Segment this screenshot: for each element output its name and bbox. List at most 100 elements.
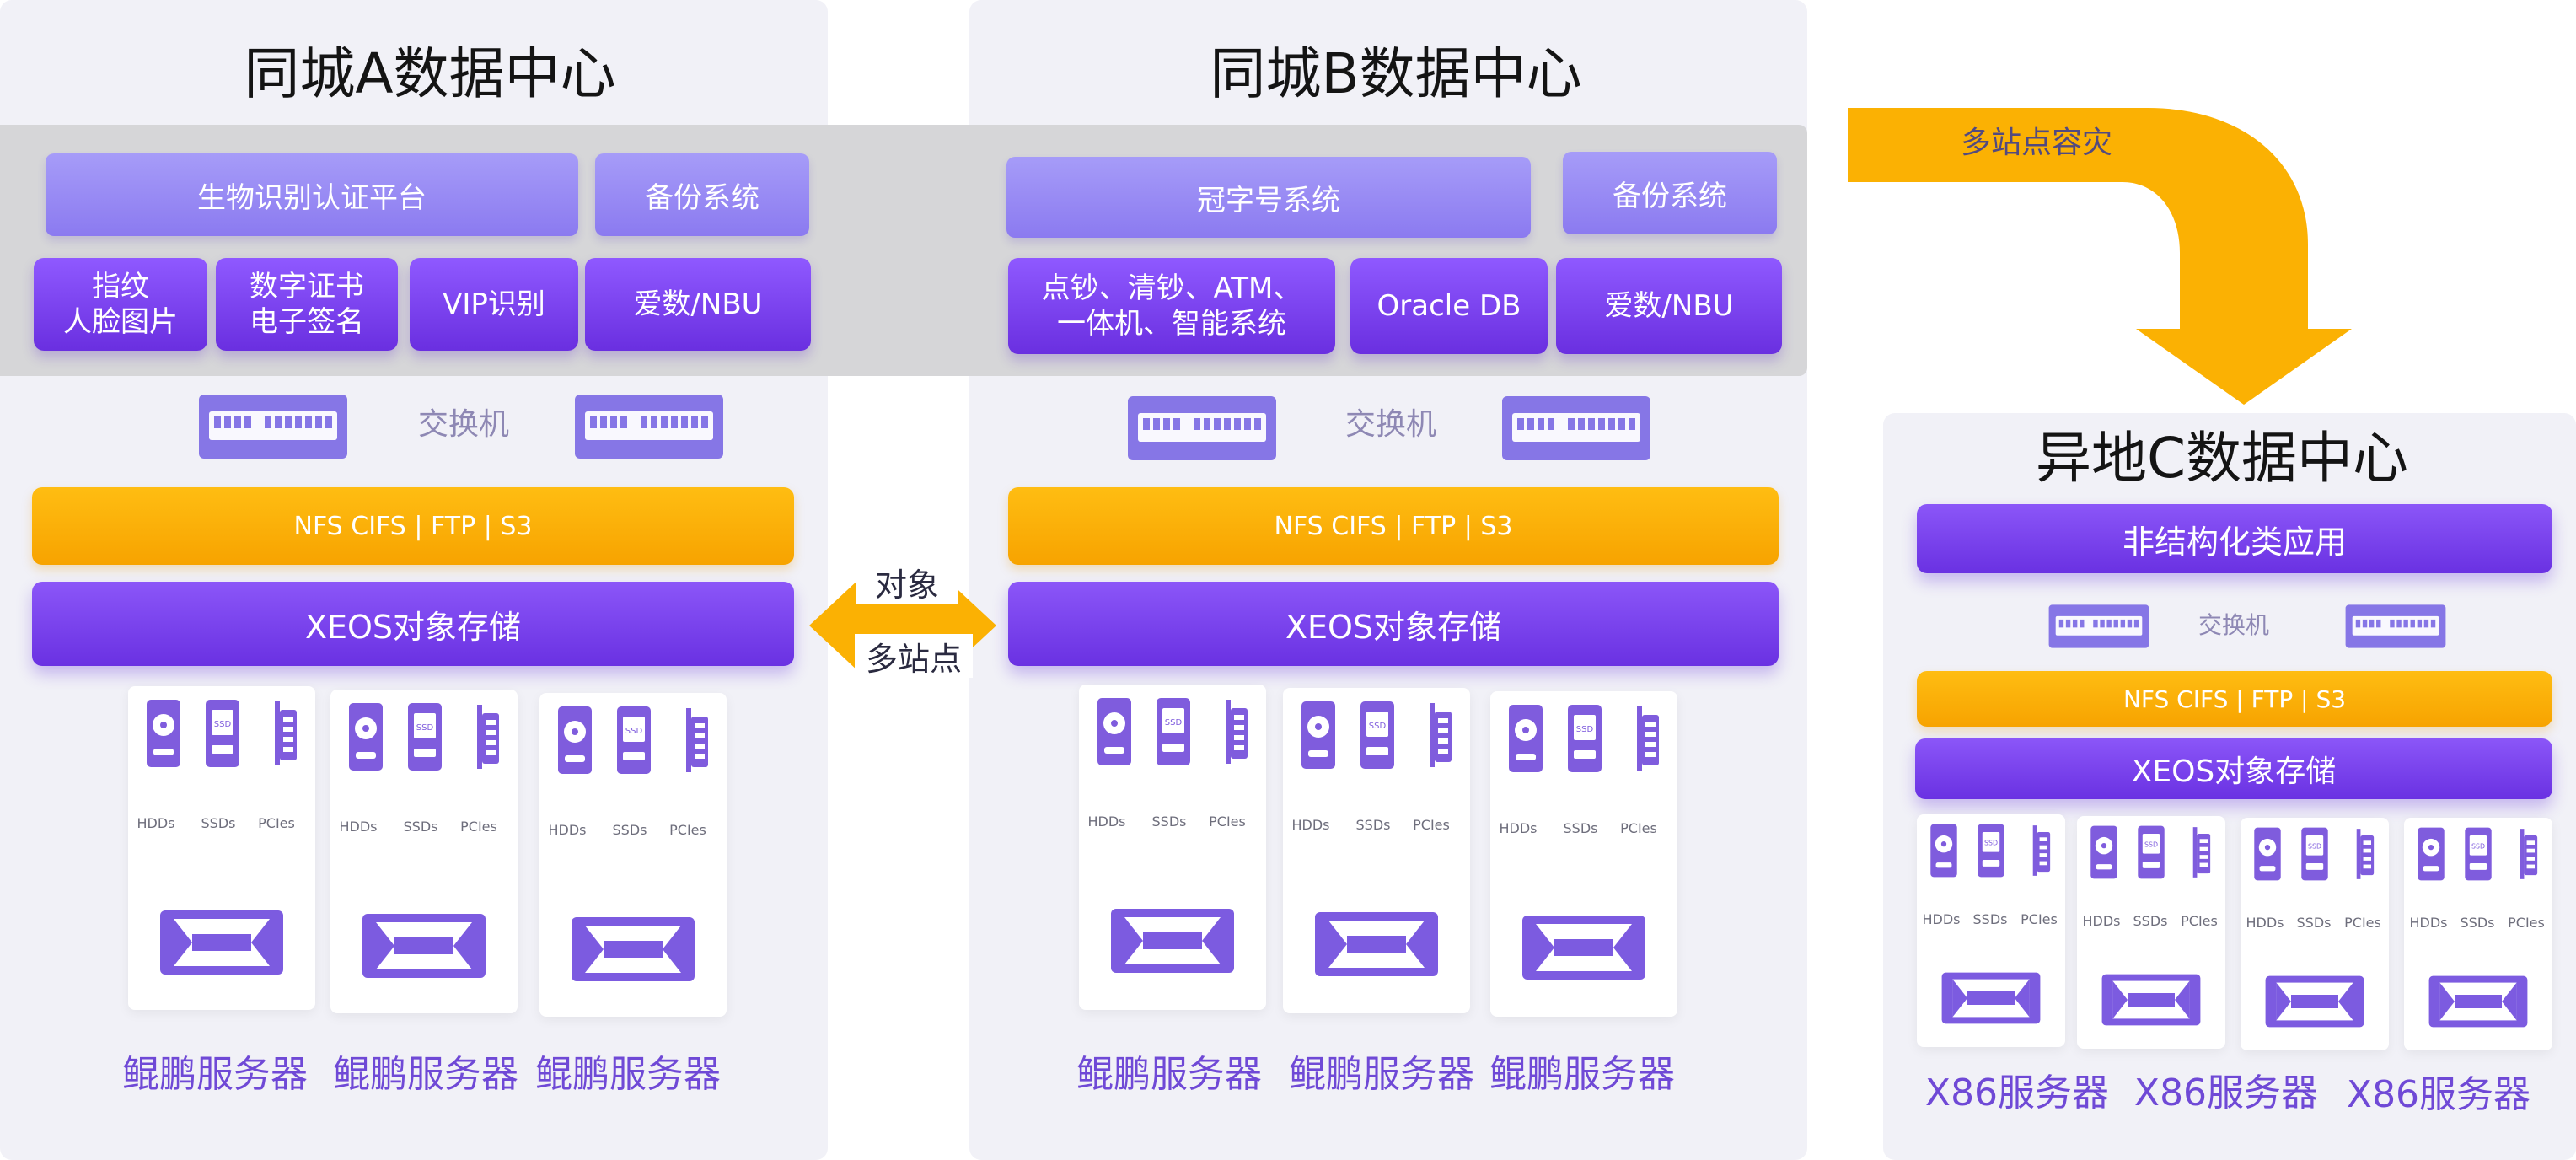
dc-a-switch-label: 交换机 — [417, 407, 509, 442]
dc-a-server-2: HDDs SSDs PCIes — [330, 690, 518, 1013]
dc-c-server-label-2: X86服务器 — [2133, 1071, 2319, 1114]
pcie-icon — [2023, 823, 2053, 878]
hdd-icon — [2089, 824, 2119, 880]
hdd-icon — [1507, 703, 1544, 774]
dc-a-protocols-bar: NFS CIFS | FTP | S3 — [32, 487, 794, 565]
server-rack-icon — [361, 912, 487, 980]
dc-b-backup: 备份系统 — [1563, 152, 1777, 234]
ssd-icon — [1566, 703, 1603, 774]
dc-b-server-1: HDDs SSDs PCIes — [1079, 685, 1266, 1010]
dc-b-storage-bar: XEOS对象存储 — [1008, 582, 1779, 666]
server-rack-icon — [158, 909, 285, 976]
dc-a-app-nbu: 爱数/NBU — [585, 258, 811, 351]
dc-c-title: 异地C数据中心 — [2035, 426, 2409, 491]
dc-b-platform: 冠字号系统 — [1006, 157, 1531, 238]
dc-b-server-label-3: 鲲鹏服务器 — [1489, 1053, 1675, 1096]
hdd-label: HDDs — [137, 814, 175, 831]
pcie-label: PCIes — [460, 818, 497, 835]
ssd-label: SSDs — [2460, 914, 2495, 931]
relay-arrow-icon — [1848, 108, 2352, 405]
pcie-label: PCIes — [669, 821, 706, 838]
dc-c-server-label-3: X86服务器 — [2346, 1073, 2531, 1116]
hdd-icon — [2416, 826, 2446, 882]
ssd-label: SSDs — [1972, 910, 2008, 927]
pcie-icon — [2183, 824, 2214, 880]
pcie-label: PCIes — [2181, 912, 2218, 929]
ssd-label: SSDs — [2133, 912, 2168, 929]
server-rack-icon — [2428, 975, 2529, 1028]
relay-label: 多站点容灾 — [1960, 126, 2112, 160]
pcie-icon — [465, 701, 502, 772]
dc-c-server-2: HDDs SSDs PCIes — [2077, 816, 2225, 1049]
dc-a-server-3: HDDs SSDs PCIes — [539, 693, 727, 1017]
hdd-label: HDDs — [1922, 910, 1961, 927]
dc-a-server-1: HDDs SSDs PCIes — [128, 686, 315, 1010]
pcie-label: PCIes — [2344, 914, 2381, 931]
pcie-label: PCIes — [2021, 910, 2058, 927]
dc-b-protocols-bar: NFS CIFS | FTP | S3 — [1008, 487, 1779, 565]
ssd-label: SSDs — [1151, 813, 1187, 830]
pcie-label: PCIes — [1620, 819, 1657, 836]
dc-a-server-label-3: 鲲鹏服务器 — [535, 1053, 721, 1096]
ssd-icon — [2463, 826, 2493, 882]
dc-c-protocols-bar: NFS CIFS | FTP | S3 — [1917, 671, 2552, 727]
hdd-label: HDDs — [1291, 816, 1330, 833]
hdd-label: HDDs — [339, 818, 378, 835]
hdd-icon — [1096, 696, 1133, 767]
ssd-label: SSDs — [2296, 914, 2332, 931]
hdd-icon — [145, 698, 182, 769]
ssd-icon — [1155, 696, 1192, 767]
ssd-icon — [1359, 700, 1396, 771]
hdd-label: HDDs — [2246, 914, 2284, 931]
dc-c-server-4: HDDs SSDs PCIes — [2404, 818, 2552, 1050]
dc-c-switch-right-icon — [2335, 604, 2456, 649]
dc-b-server-label-1: 鲲鹏服务器 — [1076, 1053, 1262, 1096]
dc-b-server-2: HDDs SSDs PCIes — [1283, 688, 1470, 1013]
ssd-icon — [204, 698, 241, 769]
dc-b-server-label-2: 鲲鹏服务器 — [1289, 1053, 1474, 1096]
hdd-icon — [1929, 823, 1959, 878]
dc-c-server-3: HDDs SSDs PCIes — [2241, 818, 2389, 1050]
dc-c-switch-label: 交换机 — [2198, 611, 2269, 639]
ssd-label: SSDs — [403, 818, 438, 835]
ssd-icon — [406, 701, 443, 772]
dc-b-server-3: HDDs SSDs PCIes — [1490, 691, 1677, 1017]
pcie-icon — [1418, 700, 1455, 771]
hdd-label: HDDs — [2082, 912, 2121, 929]
server-rack-icon — [2101, 973, 2202, 1027]
dc-a-switch-right-icon — [573, 393, 725, 460]
link-multisite-label: 多站点 — [855, 634, 973, 678]
pcie-label: PCIes — [1413, 816, 1450, 833]
dc-b-switch-left-icon — [1126, 395, 1278, 462]
hdd-label: HDDs — [548, 821, 587, 838]
dc-c-storage-bar: XEOS对象存储 — [1915, 738, 2552, 799]
hdd-label: HDDs — [2409, 914, 2448, 931]
dc-a-storage-bar: XEOS对象存储 — [32, 582, 794, 666]
pcie-label: PCIes — [258, 814, 295, 831]
server-rack-icon — [1313, 910, 1440, 978]
pcie-icon — [674, 705, 711, 776]
hdd-label: HDDs — [1087, 813, 1126, 830]
dc-a-title: 同城A数据中心 — [244, 41, 616, 106]
pcie-icon — [1214, 696, 1251, 767]
ssd-icon — [2136, 824, 2166, 880]
dc-b-title: 同城B数据中心 — [1210, 41, 1582, 106]
hdd-icon — [1300, 700, 1337, 771]
dc-c-server-label-1: X86服务器 — [1924, 1071, 2110, 1114]
dc-c-switch-left-icon — [2038, 604, 2160, 649]
ssd-label: SSDs — [1355, 816, 1391, 833]
server-rack-icon — [570, 916, 696, 983]
dc-b-app-nbu: 爱数/NBU — [1556, 258, 1782, 354]
dc-b-switch-right-icon — [1500, 395, 1652, 462]
ssd-icon — [1976, 823, 2006, 878]
dc-b-app-oracle: Oracle DB — [1350, 258, 1548, 354]
link-object-label: 对象 — [856, 560, 958, 604]
dc-a-app-vip: VIP识别 — [410, 258, 578, 351]
pcie-icon — [1625, 703, 1662, 774]
pcie-icon — [263, 698, 300, 769]
hdd-icon — [347, 701, 384, 772]
dc-a-app-certificate: 数字证书 电子签名 — [216, 258, 398, 351]
dc-b-switch-label: 交换机 — [1344, 407, 1436, 442]
ssd-label: SSDs — [1563, 819, 1598, 836]
server-rack-icon — [1109, 907, 1236, 975]
